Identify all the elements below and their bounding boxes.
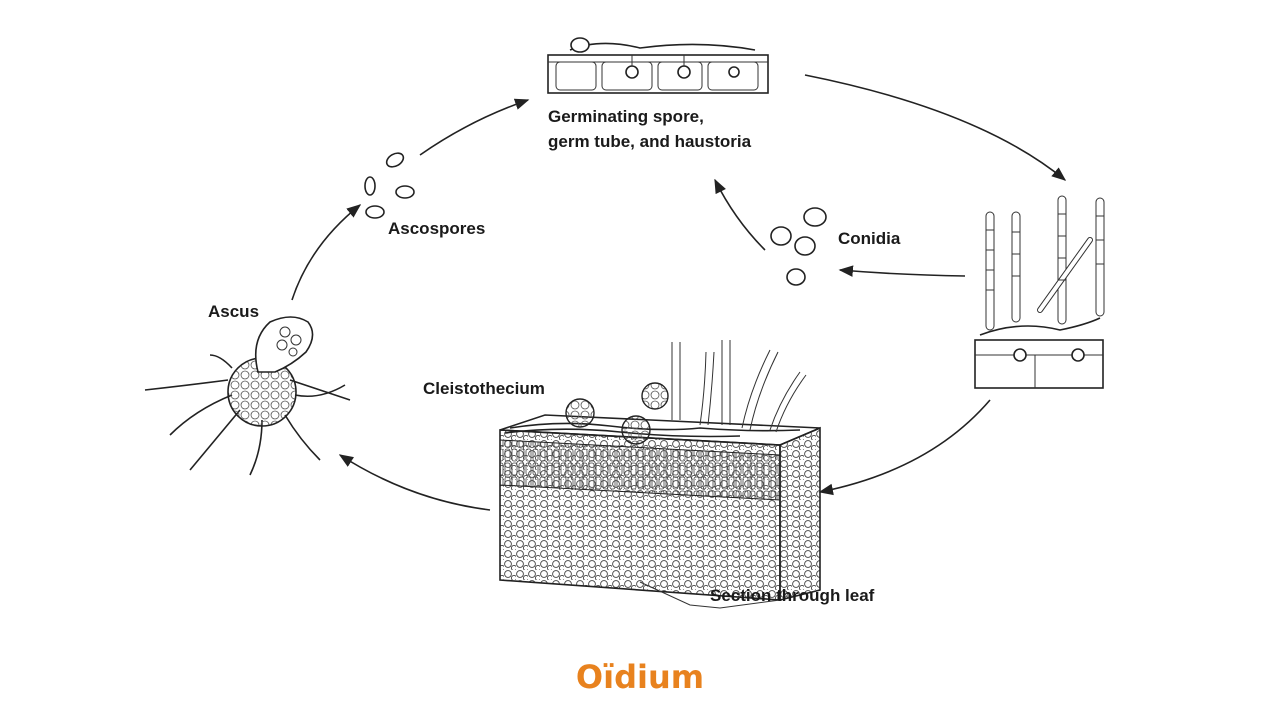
arrow-ascospores-to-germinating xyxy=(419,98,530,156)
diagram-labels: Germinating spore, germ tube, and hausto… xyxy=(208,107,901,605)
germinating-label-line2: germ tube, and haustoria xyxy=(548,132,752,151)
ascospores-label: Ascospores xyxy=(388,219,485,238)
arrow-ascus-to-ascospores xyxy=(291,204,362,301)
ascus-label: Ascus xyxy=(208,302,259,321)
arrow-conidia-to-germinating xyxy=(714,178,766,251)
arrow-germinating-to-mycelium xyxy=(804,74,1067,181)
arrow-mycelium-to-section xyxy=(818,399,991,496)
cleistothecium-label: Cleistothecium xyxy=(423,379,545,398)
germinating-label-line1: Germinating spore, xyxy=(548,107,704,126)
arrow-mycelium-to-conidia xyxy=(838,265,966,277)
ascospores-illustration xyxy=(364,152,415,219)
cycle-arrows xyxy=(291,74,1067,511)
section-label: Section through leaf xyxy=(710,586,875,605)
conidia-label: Conidia xyxy=(838,229,901,248)
arrow-section-to-cleistothecium xyxy=(338,454,491,511)
conidia-spores xyxy=(770,207,827,286)
slide-title: Oïdium xyxy=(575,658,705,696)
ascus-illustration xyxy=(144,316,351,476)
conidiophore-illustration xyxy=(974,195,1105,389)
germinating-spore-illustration xyxy=(547,37,769,94)
leaf-section-illustration xyxy=(499,340,821,609)
cleistothecia xyxy=(565,382,669,445)
